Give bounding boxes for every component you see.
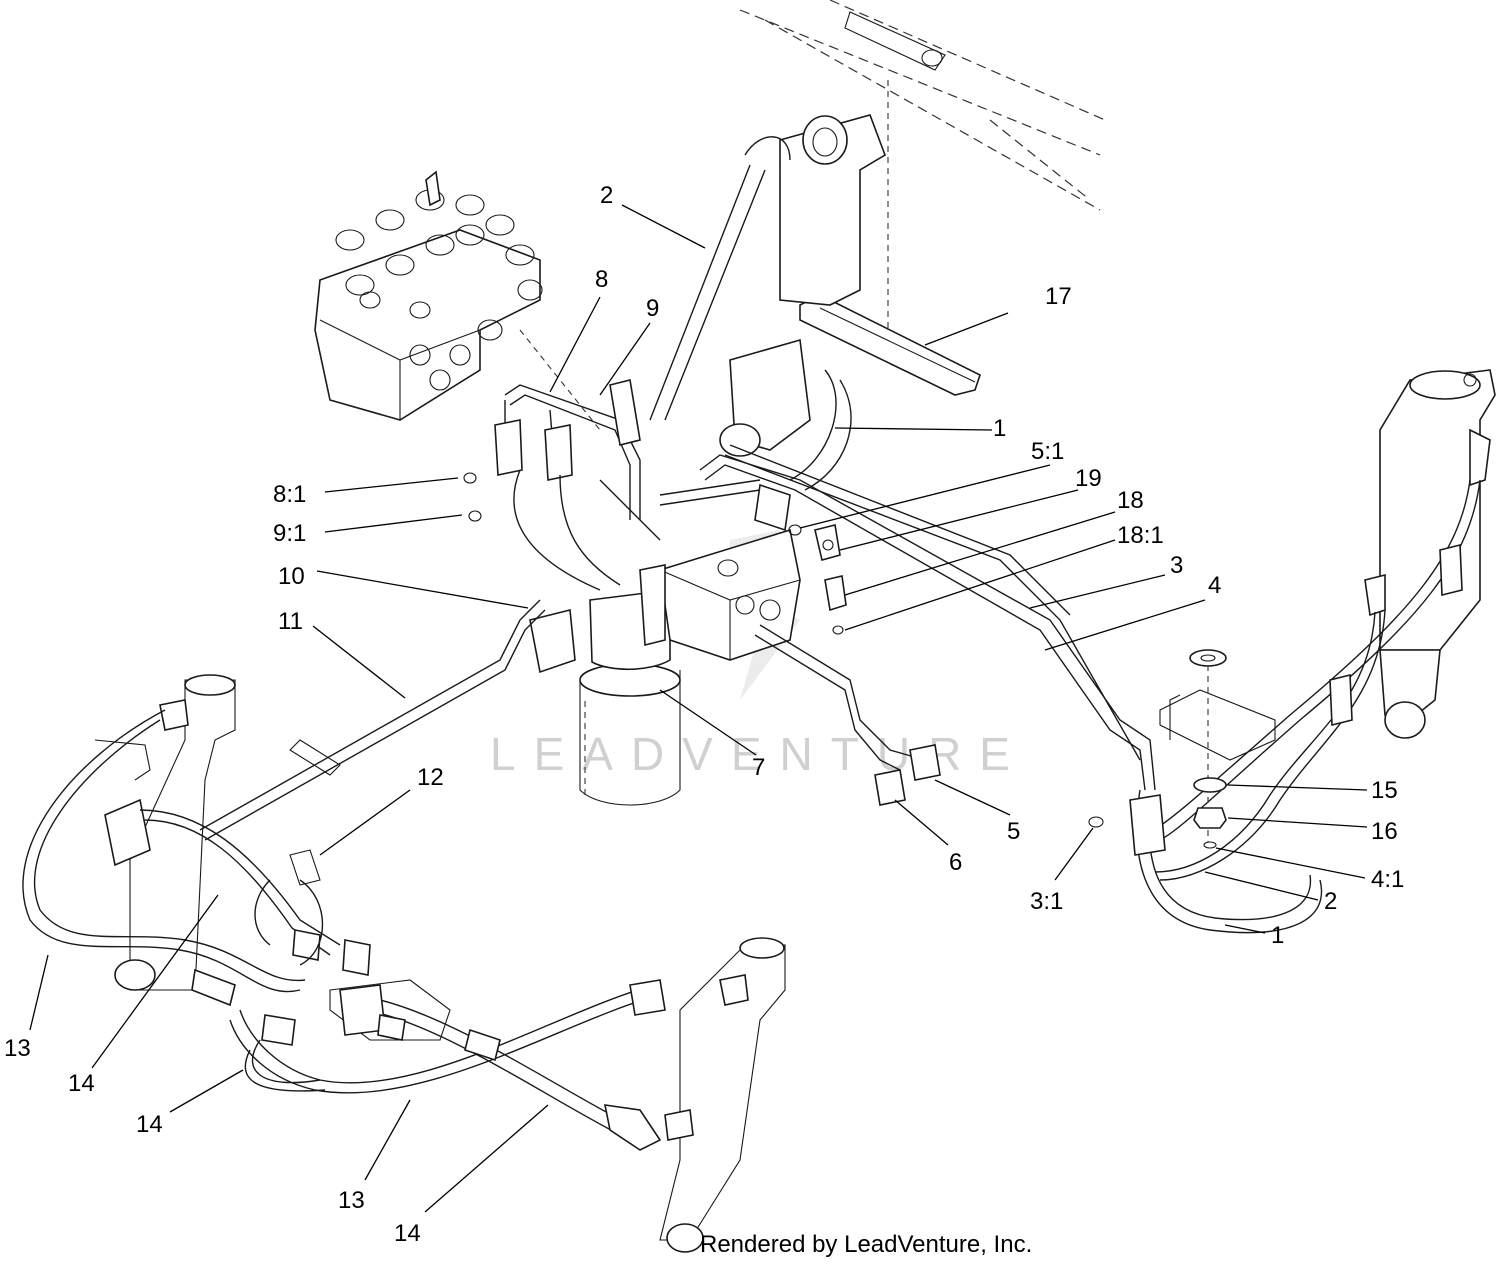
central-tubing (199, 379, 1156, 841)
callout-18-1: 18:1 (1117, 522, 1164, 549)
callout-7: 7 (752, 754, 765, 781)
callout-15: 15 (1371, 777, 1398, 804)
relief-fittings (463, 472, 847, 635)
left-cylinder-upper (22, 674, 341, 993)
callout-labels: 2 8 9 17 1 5:1 19 18 18:1 8:1 9:1 10 11 … (4, 182, 1404, 1247)
pad (799, 294, 981, 396)
callout-4-1: 4:1 (1371, 866, 1404, 893)
callout-14-middle: 14 (136, 1111, 163, 1138)
callout-11: 11 (278, 608, 303, 635)
hose-clips (254, 739, 341, 966)
bracket-hardware (1088, 649, 1276, 849)
control-valve-block (314, 170, 601, 431)
callout-12: 12 (417, 764, 444, 791)
callout-3: 3 (1170, 552, 1183, 579)
callout-9-1: 9:1 (273, 520, 306, 547)
leader-lines (29, 204, 1368, 1213)
left-cylinder-lower (229, 937, 786, 1253)
callout-4: 4 (1208, 572, 1221, 599)
callout-16: 16 (1371, 818, 1398, 845)
callout-2-upper: 2 (600, 182, 613, 209)
callout-13-bottom: 13 (338, 1187, 365, 1214)
callout-19: 19 (1075, 465, 1102, 492)
callout-17: 17 (1045, 283, 1072, 310)
callout-18: 18 (1117, 487, 1144, 514)
callout-5-1: 5:1 (1031, 438, 1064, 465)
callout-14-bottom: 14 (394, 1220, 421, 1247)
callout-2-lower: 2 (1324, 888, 1337, 915)
callout-5: 5 (1007, 818, 1020, 845)
callout-9: 9 (646, 295, 659, 322)
callout-13-left: 13 (4, 1035, 31, 1062)
callout-8-1: 8:1 (273, 481, 306, 508)
callout-1-lower: 1 (1271, 922, 1284, 949)
lift-cylinder-center (649, 114, 886, 491)
lift-cylinder-right (1129, 369, 1496, 934)
rendered-by-footer: Rendered by LeadVenture, Inc. (700, 1231, 1032, 1258)
callout-3-1: 3:1 (1030, 888, 1063, 915)
callout-6: 6 (949, 849, 962, 876)
callout-1-upper: 1 (993, 415, 1006, 442)
callout-14-left: 14 (68, 1070, 95, 1097)
steering-valve-bracket (191, 929, 501, 1062)
callout-8: 8 (595, 266, 608, 293)
callout-10: 10 (278, 563, 305, 590)
boom-frame-phantom (739, 0, 1106, 345)
